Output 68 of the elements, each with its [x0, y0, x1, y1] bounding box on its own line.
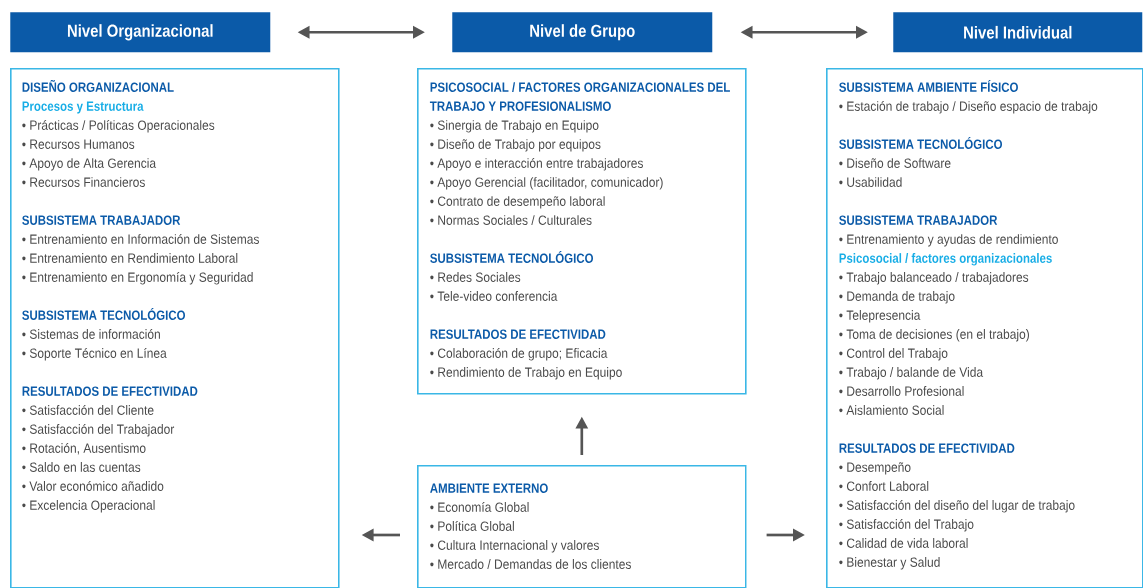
bullet-item: • Política Global	[430, 520, 514, 531]
section-heading: AMBIENTE EXTERNO	[430, 483, 548, 493]
bullet-item: • Mercado / Demandas de los clientes	[430, 559, 631, 569]
section-heading: SUBSISTEMA TRABAJADOR	[22, 215, 181, 225]
bullet-item: • Demanda de trabajo	[839, 291, 955, 304]
bullet-item: • Apoyo e interacción entre trabajadores	[430, 157, 643, 171]
bullet-item: • Aislamiento Social	[839, 405, 944, 415]
bullet-item: • Toma de decisiones (en el trabajo)	[839, 329, 1029, 342]
factor-box	[10, 68, 340, 588]
bullet-item: • Trabajo / balande de Vida	[839, 367, 984, 380]
bullet-item: • Prácticas / Políticas Operacionales	[22, 119, 215, 133]
factor-box	[826, 68, 1143, 588]
bullet-item: • Entrenamiento en Rendimiento Laboral	[22, 253, 238, 263]
bullet-item: • Diseño de Software	[839, 158, 951, 168]
bullet-item: • Bienestar y Salud	[839, 557, 940, 570]
bullet-item: • Valor económico añadido	[22, 480, 164, 491]
bullet-item: • Apoyo Gerencial (facilitador, comunicador)	[430, 177, 663, 190]
bullet-item: • Satisfacción del diseño del lugar de trabajo	[839, 499, 1075, 513]
bullet-item: • Saldo en las cuentas	[22, 462, 141, 472]
bullet-item: • Trabajo balanceado / trabajadores	[839, 272, 1029, 285]
bullet-item: • Contrato de desempeño laboral	[430, 196, 605, 209]
bullet-item: • Recursos Financieros	[22, 177, 145, 187]
section-heading: RESULTADOS DE EFECTIVIDAD	[839, 443, 1015, 453]
subheading: Psicosocial / factores organizacionales	[839, 253, 1052, 266]
bullet-item: • Colaboración de grupo; Eficacia	[430, 347, 608, 361]
factor-box	[417, 68, 747, 395]
factor-box	[417, 465, 747, 588]
bullet-item: • Tele-video conferencia	[430, 291, 558, 301]
bullet-item: • Excelencia Operacional	[22, 500, 155, 513]
section-heading: RESULTADOS DE EFECTIVIDAD	[22, 386, 198, 396]
section-heading: SUBSISTEMA TECNOLÓGICO	[22, 307, 186, 320]
bullet-item: • Satisfacción del Trabajador	[22, 423, 175, 437]
bullet-item: • Entrenamiento en Información de Sistemas	[22, 233, 259, 244]
bullet-item: • Satisfacción del Cliente	[22, 404, 154, 415]
bullet-item: • Desarrollo Profesional	[839, 386, 964, 396]
bullet-item: • Cultura Internacional y valores	[430, 540, 599, 553]
bullet-item: • Normas Sociales / Culturales	[430, 215, 592, 225]
bullet-item: • Economía Global	[430, 501, 529, 512]
level-header: Nivel Organizacional	[10, 12, 271, 53]
level-header: Nivel de Grupo	[452, 12, 713, 53]
bullet-item: • Calidad de vida laboral	[839, 538, 968, 548]
bullet-item: • Satisfacción del Trabajo	[839, 518, 974, 532]
bullet-item: • Rendimiento de Trabajo en Equipo	[430, 367, 622, 380]
bullet-item: • Telepresencia	[839, 310, 921, 323]
section-heading: SUBSISTEMA TECNOLÓGICO	[430, 250, 594, 263]
bullet-item: • Sinergia de Trabajo en Equipo	[430, 120, 599, 133]
bullet-item: • Usabilidad	[839, 177, 902, 187]
bullet-item: • Soporte Técnico en Línea	[22, 347, 167, 361]
section-heading: SUBSISTEMA TRABAJADOR	[839, 215, 998, 225]
bullet-item: • Estación de trabajo / Diseño espacio de trabajo	[839, 100, 1098, 114]
bullet-item: • Rotación, Ausentismo	[22, 442, 146, 455]
section-heading: DISEÑO ORGANIZACIONAL	[22, 79, 174, 92]
level-header: Nivel Individual	[893, 12, 1143, 53]
subheading: Procesos y Estructura	[22, 101, 144, 114]
bullet-item: • Recursos Humanos	[22, 139, 135, 149]
section-heading: RESULTADOS DE EFECTIVIDAD	[430, 329, 606, 339]
section-heading: SUBSISTEMA AMBIENTE FÍSICO	[839, 80, 1018, 92]
section-heading: PSICOSOCIAL / FACTORES ORGANIZACIONALES DEL TRABAJO Y PROFESIONALISMO	[429, 82, 730, 111]
bullet-item: • Desempeño	[839, 462, 911, 475]
bullet-item: • Diseño de Trabajo por equipos	[430, 139, 601, 152]
bullet-item: • Apoyo de Alta Gerencia	[22, 158, 157, 171]
bullet-item: • Entrenamiento en Ergonomía y Seguridad	[22, 271, 253, 285]
section-heading: SUBSISTEMA TECNOLÓGICO	[839, 136, 1003, 149]
bullet-item: • Sistemas de información	[22, 328, 160, 339]
bullet-item: • Entrenamiento y ayudas de rendimiento	[839, 234, 1058, 247]
bullet-item: • Redes Sociales	[430, 272, 521, 282]
bullet-item: • Confort Laboral	[839, 481, 929, 491]
bullet-item: • Control del Trabajo	[839, 348, 948, 361]
